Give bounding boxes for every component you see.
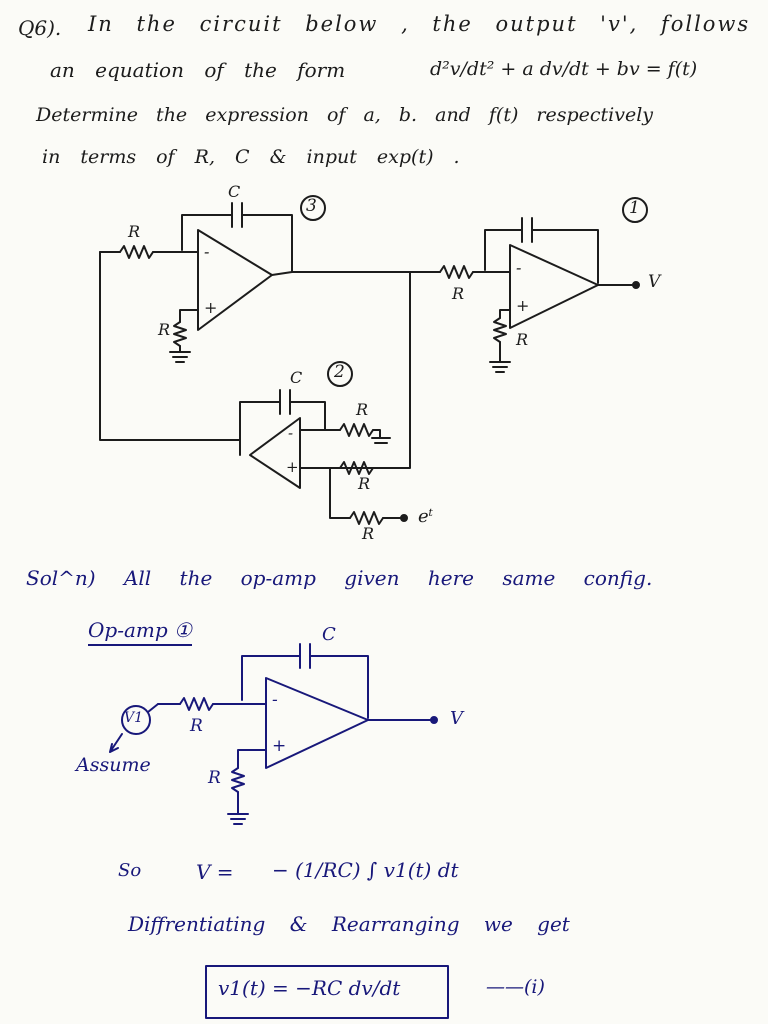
r-op2-mid-label: R: [358, 474, 371, 493]
opamp-2-minus: -: [288, 424, 294, 442]
differentiating-text: Diffrentiating & Rearranging we get: [128, 912, 570, 936]
r-mid-label: R: [452, 284, 465, 303]
solution-cap-c-label: C: [322, 624, 336, 645]
solution-heading: Op-amp ①: [88, 618, 192, 646]
cap-c-label-top: C: [228, 182, 241, 201]
resistor-r-ground-right: [493, 317, 507, 343]
opamp-3-marker: [300, 195, 326, 221]
question-line-2: an equation of the form: [50, 58, 346, 82]
r-left-label: R: [128, 222, 141, 241]
opamp-3-plus: +: [204, 298, 218, 317]
opamp-2-number: 2: [334, 362, 345, 382]
solution-assume-label: Assume: [76, 754, 151, 776]
solution-opamp-triangle: [265, 677, 369, 769]
question-line-4: in terms of R, C & input exp(t) .: [42, 146, 460, 168]
solution-minus: -: [272, 690, 278, 710]
opamp-1-plus: +: [516, 296, 530, 315]
solution-r-in-label: R: [190, 716, 203, 736]
solution-v-label: V: [450, 708, 463, 729]
question-circuit-diagram: [99, 195, 648, 525]
solution-plus: +: [272, 736, 287, 756]
opamp-1-minus: -: [516, 258, 522, 277]
solution-r-ground-label: R: [208, 768, 221, 788]
r-op2-bot-label: R: [362, 524, 375, 543]
opamp-3-minus: -: [204, 242, 210, 261]
opamp-3-triangle: [197, 229, 273, 331]
question-line-1: In the circuit below , the output 'v', f…: [88, 12, 751, 36]
solution-v1-label: V1: [124, 710, 144, 726]
result-box: [205, 965, 449, 1019]
opamp-3-number: 3: [306, 196, 317, 216]
resistor-r-ground-left: [173, 321, 187, 347]
result-equation: v1(t) = −RC dv/dt: [218, 976, 401, 1000]
opamp-2-plus: +: [286, 458, 299, 476]
opamp-1-triangle: [509, 244, 599, 329]
opamp-2-triangle: [249, 417, 301, 489]
r-ground-left-label: R: [158, 320, 171, 339]
question-equation: d²v/dt² + a dv/dt + bv = f(t): [430, 58, 698, 80]
resistor-r-mid: [439, 265, 474, 279]
equation-1-lhs: V =: [196, 860, 234, 884]
equation-1-rhs: − (1/RC) ∫ v1(t) dt: [272, 858, 459, 882]
question-number: Q6).: [18, 16, 62, 40]
cap-c-label-op2: C: [290, 368, 303, 387]
opamp-1-number: 1: [629, 198, 640, 218]
solution-resistor-r-in: [179, 697, 214, 711]
solution-resistor-r-ground: [231, 767, 245, 793]
question-line-3: Determine the expression of a, b. and f(…: [36, 104, 654, 126]
so-label: So: [118, 860, 142, 881]
input-et-label: eᵗ: [418, 506, 434, 527]
opamp-1-marker: [622, 197, 648, 223]
solution-v1-marker: [121, 705, 151, 735]
solution-intro: Sol^n) All the op-amp given here same co…: [26, 566, 653, 590]
resistor-r-left: [119, 245, 154, 259]
result-tag: ——(i): [486, 976, 545, 998]
output-v-label: V: [648, 272, 661, 292]
opamp-2-marker: [327, 361, 353, 387]
r-ground-right-label: R: [516, 330, 529, 349]
r-op2-top-label: R: [356, 400, 369, 419]
